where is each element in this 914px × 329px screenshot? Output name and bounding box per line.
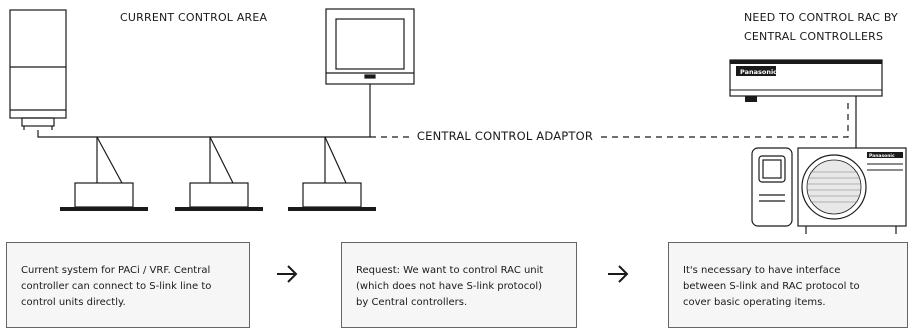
box-text-line: Request: We want to control RAC unit: [356, 265, 544, 276]
rac-remote-unit: [751, 147, 793, 227]
system-diagram: Panasonic Panasonic: [9, 8, 907, 234]
arrow-right-icon: [608, 265, 629, 283]
current-control-area-label: CURRENT CONTROL AREA: [120, 11, 268, 24]
need-control-rac-label-line1: NEED TO CONTROL RAC BY: [744, 11, 898, 24]
box-text-line: between S-link and RAC protocol to: [683, 281, 860, 292]
need-control-rac-label-line2: CENTRAL CONTROLLERS: [744, 30, 884, 43]
box-text-line: controller can connect to S-link line to: [21, 281, 212, 292]
box-text-line: cover basic operating items.: [683, 297, 826, 308]
indoor-unit-1: [74, 182, 134, 208]
box-text-line: Current system for PACi / VRF. Central: [21, 265, 211, 276]
rac-outdoor-unit: Panasonic: [797, 147, 907, 234]
box-text-line: (which does not have S-link protocol): [356, 281, 543, 292]
box-text-line: by Central controllers.: [356, 297, 468, 308]
interface-needed-box: It's necessary to have interface between…: [668, 242, 908, 328]
s-link-wiring: [37, 130, 370, 184]
central-control-adaptor-label: CENTRAL CONTROL ADAPTOR: [412, 122, 598, 150]
central-controller-monitor: [325, 8, 415, 137]
request-box: Request: We want to control RAC unit (wh…: [341, 242, 577, 328]
rac-indoor-brand: Panasonic: [740, 68, 777, 76]
floor-bars: [60, 207, 376, 211]
rac-indoor-unit: Panasonic: [729, 59, 883, 148]
indoor-unit-2: [189, 182, 249, 208]
outdoor-paci-unit: [9, 9, 67, 130]
arrow-right-icon: [277, 265, 298, 283]
indoor-unit-3: [302, 182, 362, 208]
box-text-line: control units directly.: [21, 297, 126, 308]
box-text-line: It's necessary to have interface: [683, 265, 841, 276]
rac-outdoor-brand: Panasonic: [869, 153, 895, 159]
current-system-box: Current system for PACi / VRF. Central c…: [6, 242, 250, 328]
